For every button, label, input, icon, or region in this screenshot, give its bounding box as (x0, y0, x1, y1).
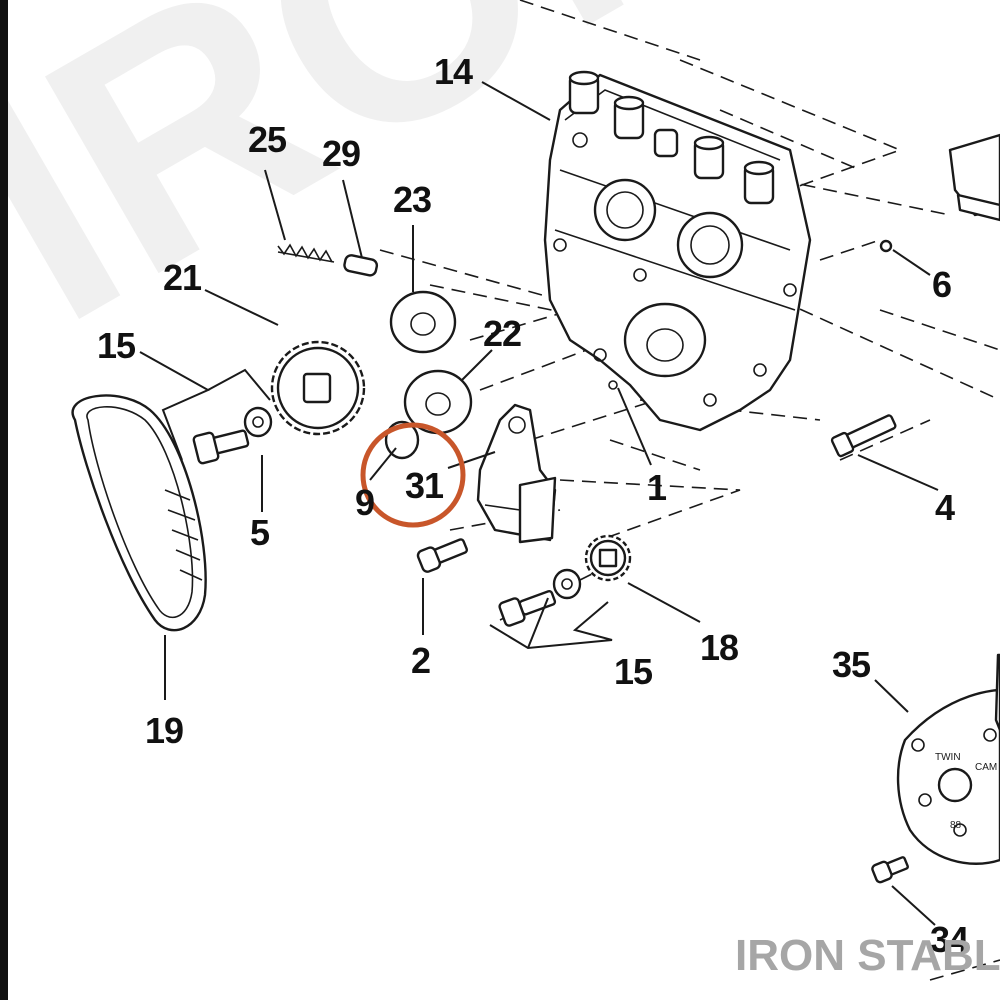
callout-35: 35 (832, 644, 871, 685)
callout-9: 9 (355, 482, 374, 523)
callout-22: 22 (483, 313, 521, 354)
callout-15-upper: 15 (97, 325, 136, 366)
cam-plate (543, 70, 812, 432)
cam-cover: TWIN CAM 88 (896, 653, 1000, 865)
callout-23: 23 (393, 179, 431, 220)
callout-34: 34 (930, 919, 969, 960)
cam-sprocket (270, 340, 366, 436)
oil-fitting-bosses (568, 70, 775, 205)
callout-29: 29 (322, 133, 360, 174)
emblem-line-3: 88 (950, 820, 962, 831)
brand-mark: IRON STABLE (735, 931, 1000, 980)
tensioner-screw (416, 538, 469, 573)
tensioner-pin (343, 254, 379, 277)
callout-labels: 14 25 29 23 21 6 22 15 9 31 1 4 5 2 18 1… (97, 51, 970, 960)
page-edge (0, 0, 8, 1000)
cover-bolt (830, 414, 897, 458)
sprocket-washer (552, 568, 582, 600)
callout-21: 21 (163, 257, 202, 298)
sensor-part (948, 133, 1000, 222)
callout-31: 31 (405, 465, 444, 506)
callout-4: 4 (935, 487, 955, 528)
callout-18: 18 (700, 627, 738, 668)
callout-6: 6 (932, 264, 951, 305)
emblem-line-1: TWIN (935, 752, 961, 763)
chain-tensioner (476, 403, 557, 544)
check-ball (879, 239, 893, 253)
spring (277, 243, 335, 263)
thrust-washer-23 (389, 290, 457, 354)
callout-2: 2 (411, 640, 430, 681)
leader-lines (139, 81, 939, 926)
emblem-line-2: CAM (975, 762, 997, 773)
callout-5: 5 (250, 512, 270, 553)
flange-bolt (192, 429, 250, 465)
cam-chain (71, 394, 207, 632)
callout-1: 1 (647, 467, 667, 508)
callout-19: 19 (145, 710, 183, 751)
crank-sprocket (584, 534, 632, 582)
sprocket-bolt (498, 590, 557, 627)
callout-25: 25 (248, 119, 287, 160)
callout-14: 14 (434, 51, 473, 92)
callout-15-lower: 15 (614, 651, 653, 692)
washer (243, 406, 273, 438)
cover-screw (871, 856, 909, 884)
highlight-circle (360, 422, 466, 528)
